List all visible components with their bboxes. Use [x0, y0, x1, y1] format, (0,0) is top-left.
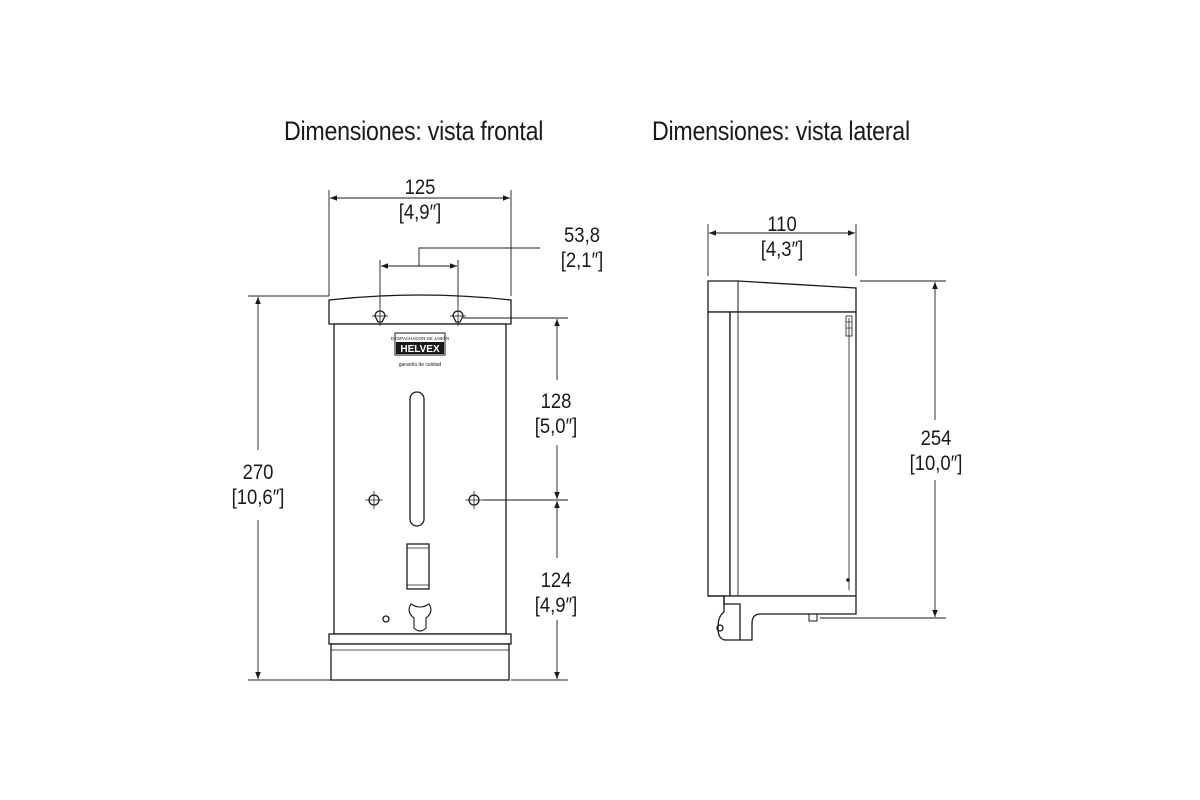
mount-hole-top-left: [372, 306, 388, 326]
side-nozzle: [808, 613, 818, 622]
dispense-nozzle: [408, 603, 432, 632]
level-window: [409, 391, 425, 527]
dim-side-depth-in: [4,3″]: [760, 238, 804, 261]
mount-hole-lower-right: [465, 491, 483, 509]
side-view-drawing: [707, 280, 857, 641]
label-plate-tagline: garantía de calidad: [399, 362, 442, 368]
dim-front-height: 270 [10,6″]: [212, 460, 304, 510]
dim-side-height: 254 [10,0″]: [892, 426, 980, 476]
dim-hole-spacing-mm: 53,8: [564, 224, 600, 247]
side-body: [729, 311, 857, 597]
front-dimension-lines: [248, 190, 568, 681]
sensor-window: [406, 543, 430, 590]
dim-hole-spacing-in: [2,1″]: [560, 249, 604, 272]
front-view-drawing: [328, 294, 512, 681]
dim-hole-spacing: 53,8 [2,1″]: [538, 223, 626, 273]
label-plate: [394, 332, 446, 356]
dim-side-height-mm: 254: [920, 427, 952, 450]
side-view-title: Dimensiones: vista lateral: [652, 116, 910, 146]
dim-upper-spacing: 128 [5,0″]: [512, 389, 600, 439]
front-base: [328, 633, 512, 645]
dim-lower-spacing-in: [4,9″]: [534, 594, 578, 617]
dim-front-height-in: [10,6″]: [231, 486, 285, 509]
dim-front-width: 125 [4,9″]: [376, 175, 464, 225]
dim-side-height-in: [10,0″]: [909, 452, 963, 475]
side-dimension-lines: [707, 224, 946, 619]
dim-lower-spacing-mm: 124: [540, 569, 572, 592]
dim-upper-spacing-mm: 128: [540, 390, 572, 413]
side-back-plate: [707, 311, 731, 597]
dim-front-width-mm: 125: [404, 176, 436, 199]
side-top-cap: [707, 280, 857, 313]
dim-side-depth: 110 [4,3″]: [738, 212, 826, 262]
dim-front-width-in: [4,9″]: [398, 201, 442, 224]
dim-lower-spacing: 124 [4,9″]: [512, 568, 600, 618]
dim-side-depth-mm: 110: [767, 213, 797, 236]
front-top-cap: [328, 294, 512, 325]
label-plate-line1: DESPACHADOR DE JABÓN: [391, 335, 449, 341]
front-base-skirt: [330, 643, 510, 681]
front-body: [333, 323, 507, 635]
mount-hole-lower-left: [365, 491, 383, 509]
front-view-title: Dimensiones: vista frontal: [284, 116, 544, 146]
dim-upper-spacing-in: [5,0″]: [534, 415, 578, 438]
label-plate-brand: HELVEX: [400, 344, 440, 355]
dim-front-height-mm: 270: [242, 461, 274, 484]
indicator-dot: [382, 615, 390, 623]
mount-hole-top-right: [450, 306, 466, 326]
